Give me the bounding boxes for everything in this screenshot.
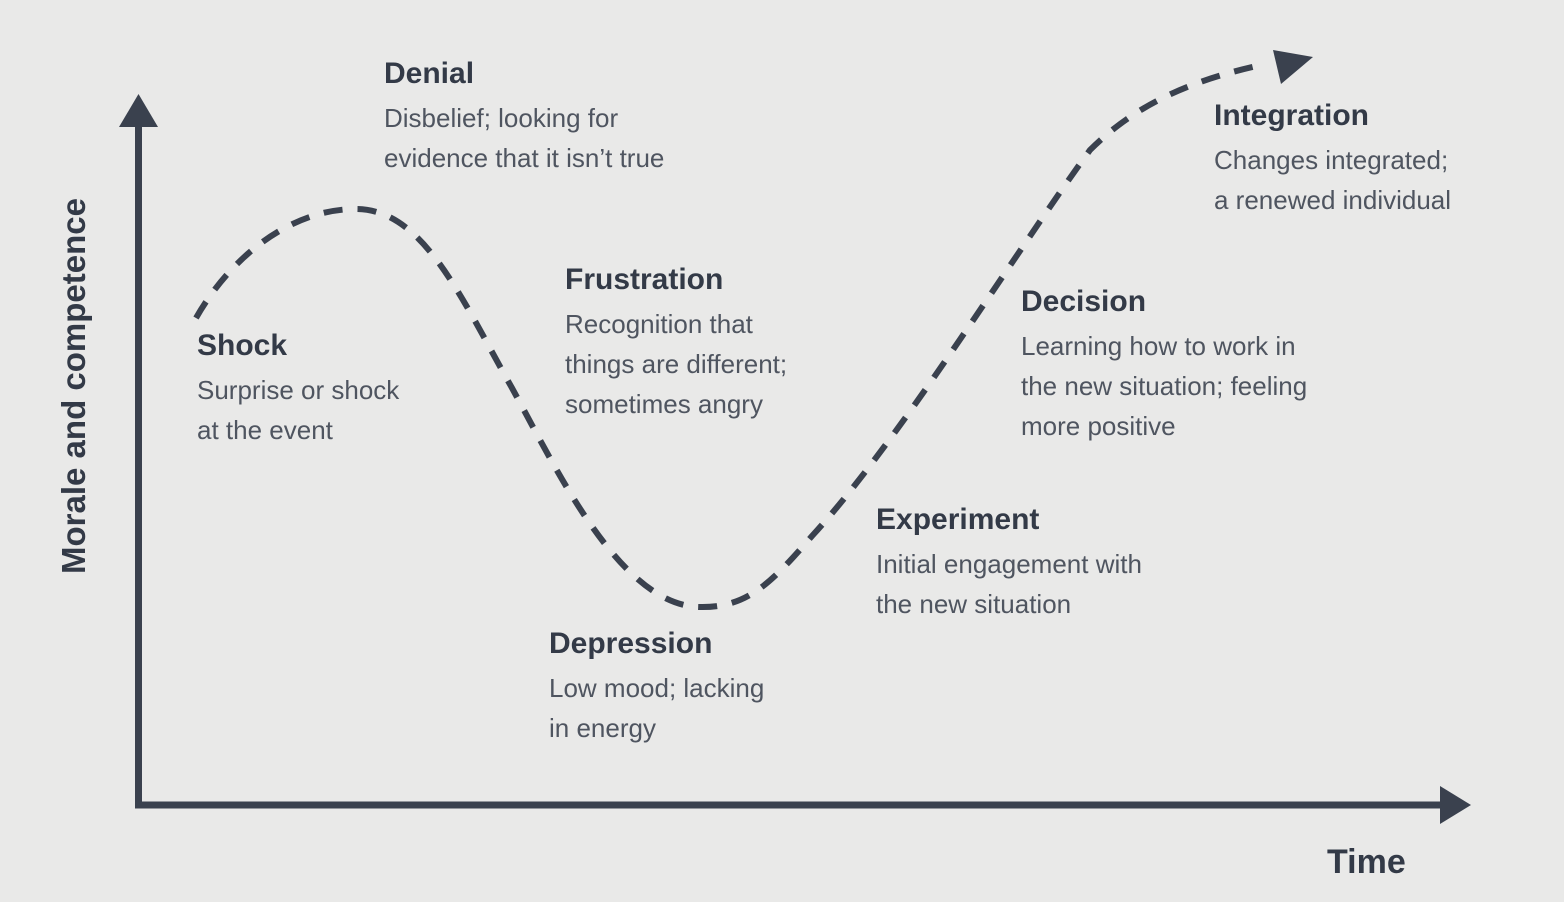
stage-block-frustration: Frustration Recognition that things are … bbox=[565, 262, 787, 424]
stage-block-shock: Shock Surprise or shock at the event bbox=[197, 328, 399, 450]
stage-description: Low mood; lacking in energy bbox=[549, 673, 765, 743]
stage-description: Surprise or shock at the event bbox=[197, 375, 400, 445]
stage-title: Decision bbox=[1021, 285, 1147, 318]
stage-block-depression: Depression Low mood; lacking in energy bbox=[549, 626, 764, 748]
stage-block-integration: Integration Changes integrated; a renewe… bbox=[1214, 98, 1451, 220]
stage-description: Disbelief; looking for evidence that it … bbox=[384, 103, 665, 173]
stage-block-experiment: Experiment Initial engagement with the n… bbox=[876, 502, 1142, 624]
stage-title: Depression bbox=[549, 627, 713, 660]
x-axis-label: Time bbox=[1327, 843, 1406, 881]
stage-description: Learning how to work in the new situatio… bbox=[1021, 331, 1308, 441]
stage-title: Experiment bbox=[876, 503, 1040, 536]
arrow-up-right-icon bbox=[1273, 50, 1313, 84]
stage-block-decision: Decision Learning how to work in the new… bbox=[1021, 284, 1307, 446]
stage-title: Integration bbox=[1214, 99, 1369, 132]
stage-description: Recognition that things are different; s… bbox=[565, 309, 788, 419]
arrow-right-icon bbox=[1440, 786, 1471, 824]
stage-description: Changes integrated; a renewed individual bbox=[1214, 145, 1452, 215]
arrow-up-icon bbox=[119, 94, 158, 127]
stage-title: Shock bbox=[197, 329, 288, 362]
change-curve-path bbox=[193, 61, 1267, 611]
stage-title: Denial bbox=[384, 57, 475, 90]
stage-description: Initial engagement with the new situatio… bbox=[876, 549, 1142, 619]
stage-title: Frustration bbox=[565, 263, 724, 296]
y-axis-label: Morale and competence bbox=[55, 198, 92, 574]
stage-block-denial: Denial Disbelief; looking for evidence t… bbox=[384, 56, 664, 178]
